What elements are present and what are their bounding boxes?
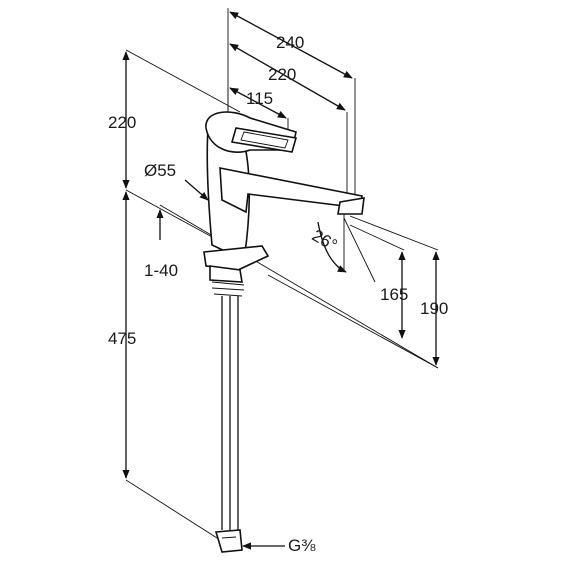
dim-240: 240 xyxy=(276,33,304,52)
extension-lines xyxy=(125,8,439,546)
dim-475: 475 xyxy=(108,329,136,348)
dim-115: 115 xyxy=(246,89,273,108)
dim-190: 190 xyxy=(420,299,448,318)
dim-range: 1-40 xyxy=(144,261,178,280)
dim-angle: 26° xyxy=(309,226,341,255)
dim-220-height: 220 xyxy=(108,113,136,132)
faucet-body xyxy=(203,111,365,553)
dim-165: 165 xyxy=(380,285,408,304)
dim-220-width: 220 xyxy=(268,65,296,84)
dimension-lines xyxy=(122,11,440,550)
dim-diameter: Ø55 xyxy=(144,161,176,180)
dim-thread: G⅜ xyxy=(288,536,316,555)
